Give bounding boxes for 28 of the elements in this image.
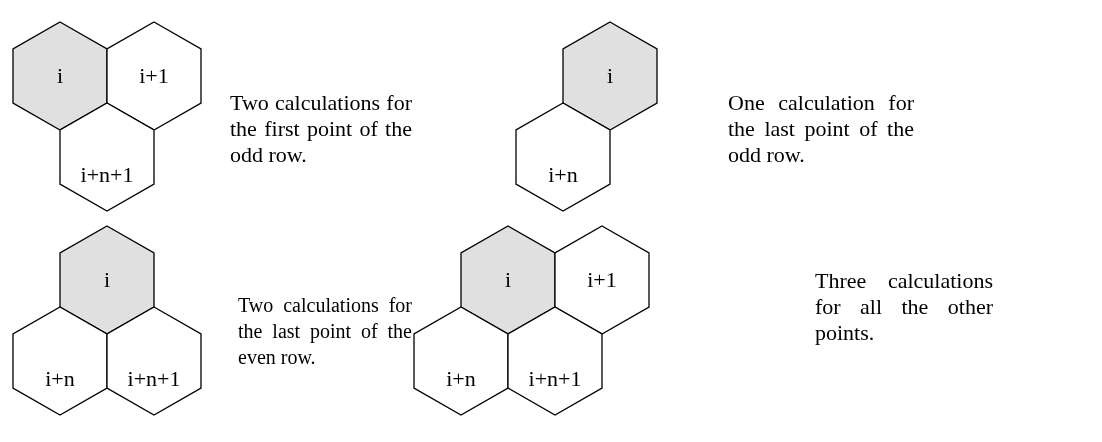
hexagon-cell (516, 103, 610, 211)
cell-label: i+n (445, 366, 477, 393)
cell-label: i+1 (586, 267, 618, 294)
hexagon-cell (60, 226, 154, 334)
hexagon-cell (461, 226, 555, 334)
cell-label: i+n (547, 162, 579, 189)
cell-label: i (55, 63, 65, 90)
cell-label: i+n+1 (79, 162, 135, 189)
cell-label: i+n (44, 366, 76, 393)
hexagon-cell (508, 307, 602, 415)
cell-label: i+1 (138, 63, 170, 90)
hexagon-cell (13, 307, 107, 415)
cell-label: i+n+1 (527, 366, 583, 393)
hexagon-cell (563, 22, 657, 130)
hexagon-cell (414, 307, 508, 415)
hexagon-cell (555, 226, 649, 334)
description-text: Three calculations for all the other points. (815, 268, 993, 346)
description-text: Two calculations for the first point of the odd row. (230, 90, 412, 168)
hexagon-cell (107, 307, 201, 415)
hexagon-cell (107, 22, 201, 130)
hexagon-cell (13, 22, 107, 130)
description-text: One calculation for the last point of the odd row. (728, 90, 914, 168)
hexagon-cell (60, 103, 154, 211)
cell-label: i (503, 267, 513, 294)
cell-label: i+n+1 (126, 366, 182, 393)
cell-label: i (605, 63, 615, 90)
description-text: Two calculations for the last point of the even row. (238, 293, 412, 370)
cell-label: i (102, 267, 112, 294)
